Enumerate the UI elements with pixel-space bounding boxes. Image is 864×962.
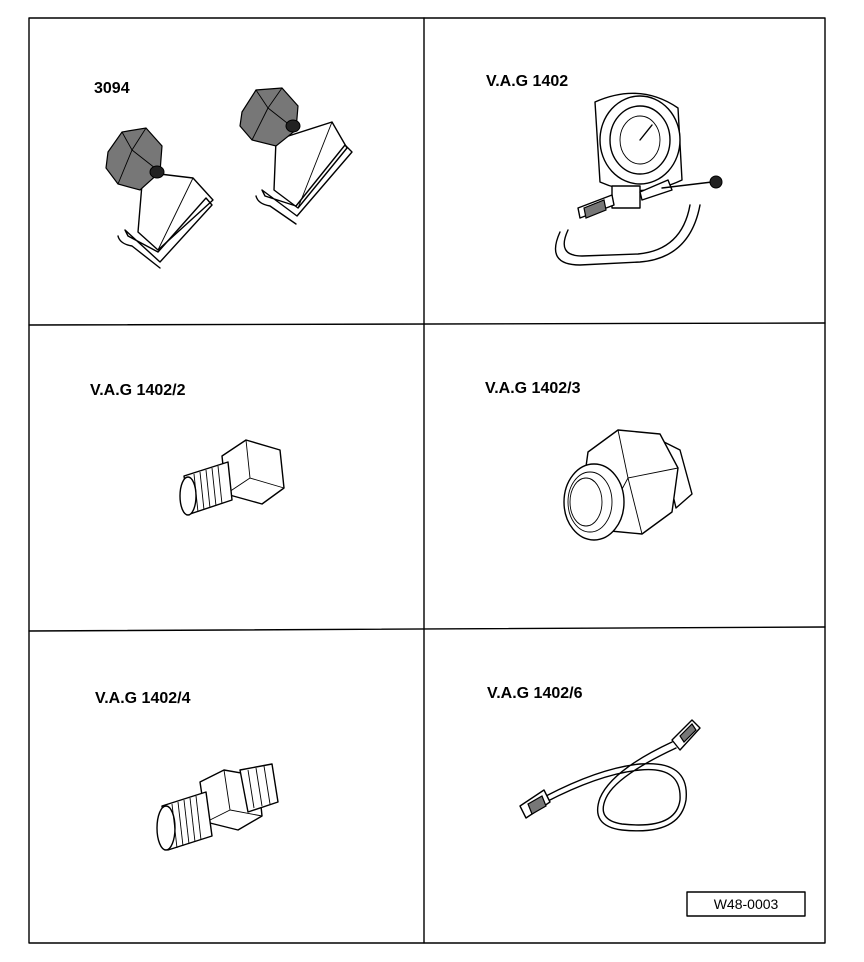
row-divider-1 bbox=[28, 322, 826, 326]
pressure-gauge-illustration bbox=[554, 92, 723, 266]
panel-label-3094: 3094 bbox=[94, 80, 130, 97]
adapter-1402-2-illustration bbox=[179, 439, 285, 516]
panel-grid bbox=[28, 17, 826, 944]
panel-label-vag-1402-2: V.A.G 1402/2 bbox=[90, 382, 186, 399]
row-divider-2 bbox=[28, 626, 826, 632]
hose-clamp-left bbox=[105, 127, 214, 269]
panel-label-vag-1402: V.A.G 1402 bbox=[486, 73, 568, 90]
adapter-1402-3-illustration bbox=[563, 429, 693, 541]
adapter-1402-4-illustration bbox=[156, 763, 279, 851]
figure-reference-box bbox=[686, 891, 806, 917]
panel-label-vag-1402-3: V.A.G 1402/3 bbox=[485, 380, 581, 397]
hose-clamp-illustration bbox=[105, 87, 353, 269]
hose-1402-6-illustration bbox=[519, 719, 701, 832]
panel-label-vag-1402-6: V.A.G 1402/6 bbox=[487, 685, 583, 702]
outer-frame bbox=[28, 17, 826, 944]
figure-reference: W48-0003 bbox=[686, 891, 806, 917]
hose-clamp-right bbox=[239, 87, 353, 225]
panel-label-vag-1402-4: V.A.G 1402/4 bbox=[95, 690, 191, 707]
figure-reference-label: W48-0003 bbox=[714, 896, 779, 912]
